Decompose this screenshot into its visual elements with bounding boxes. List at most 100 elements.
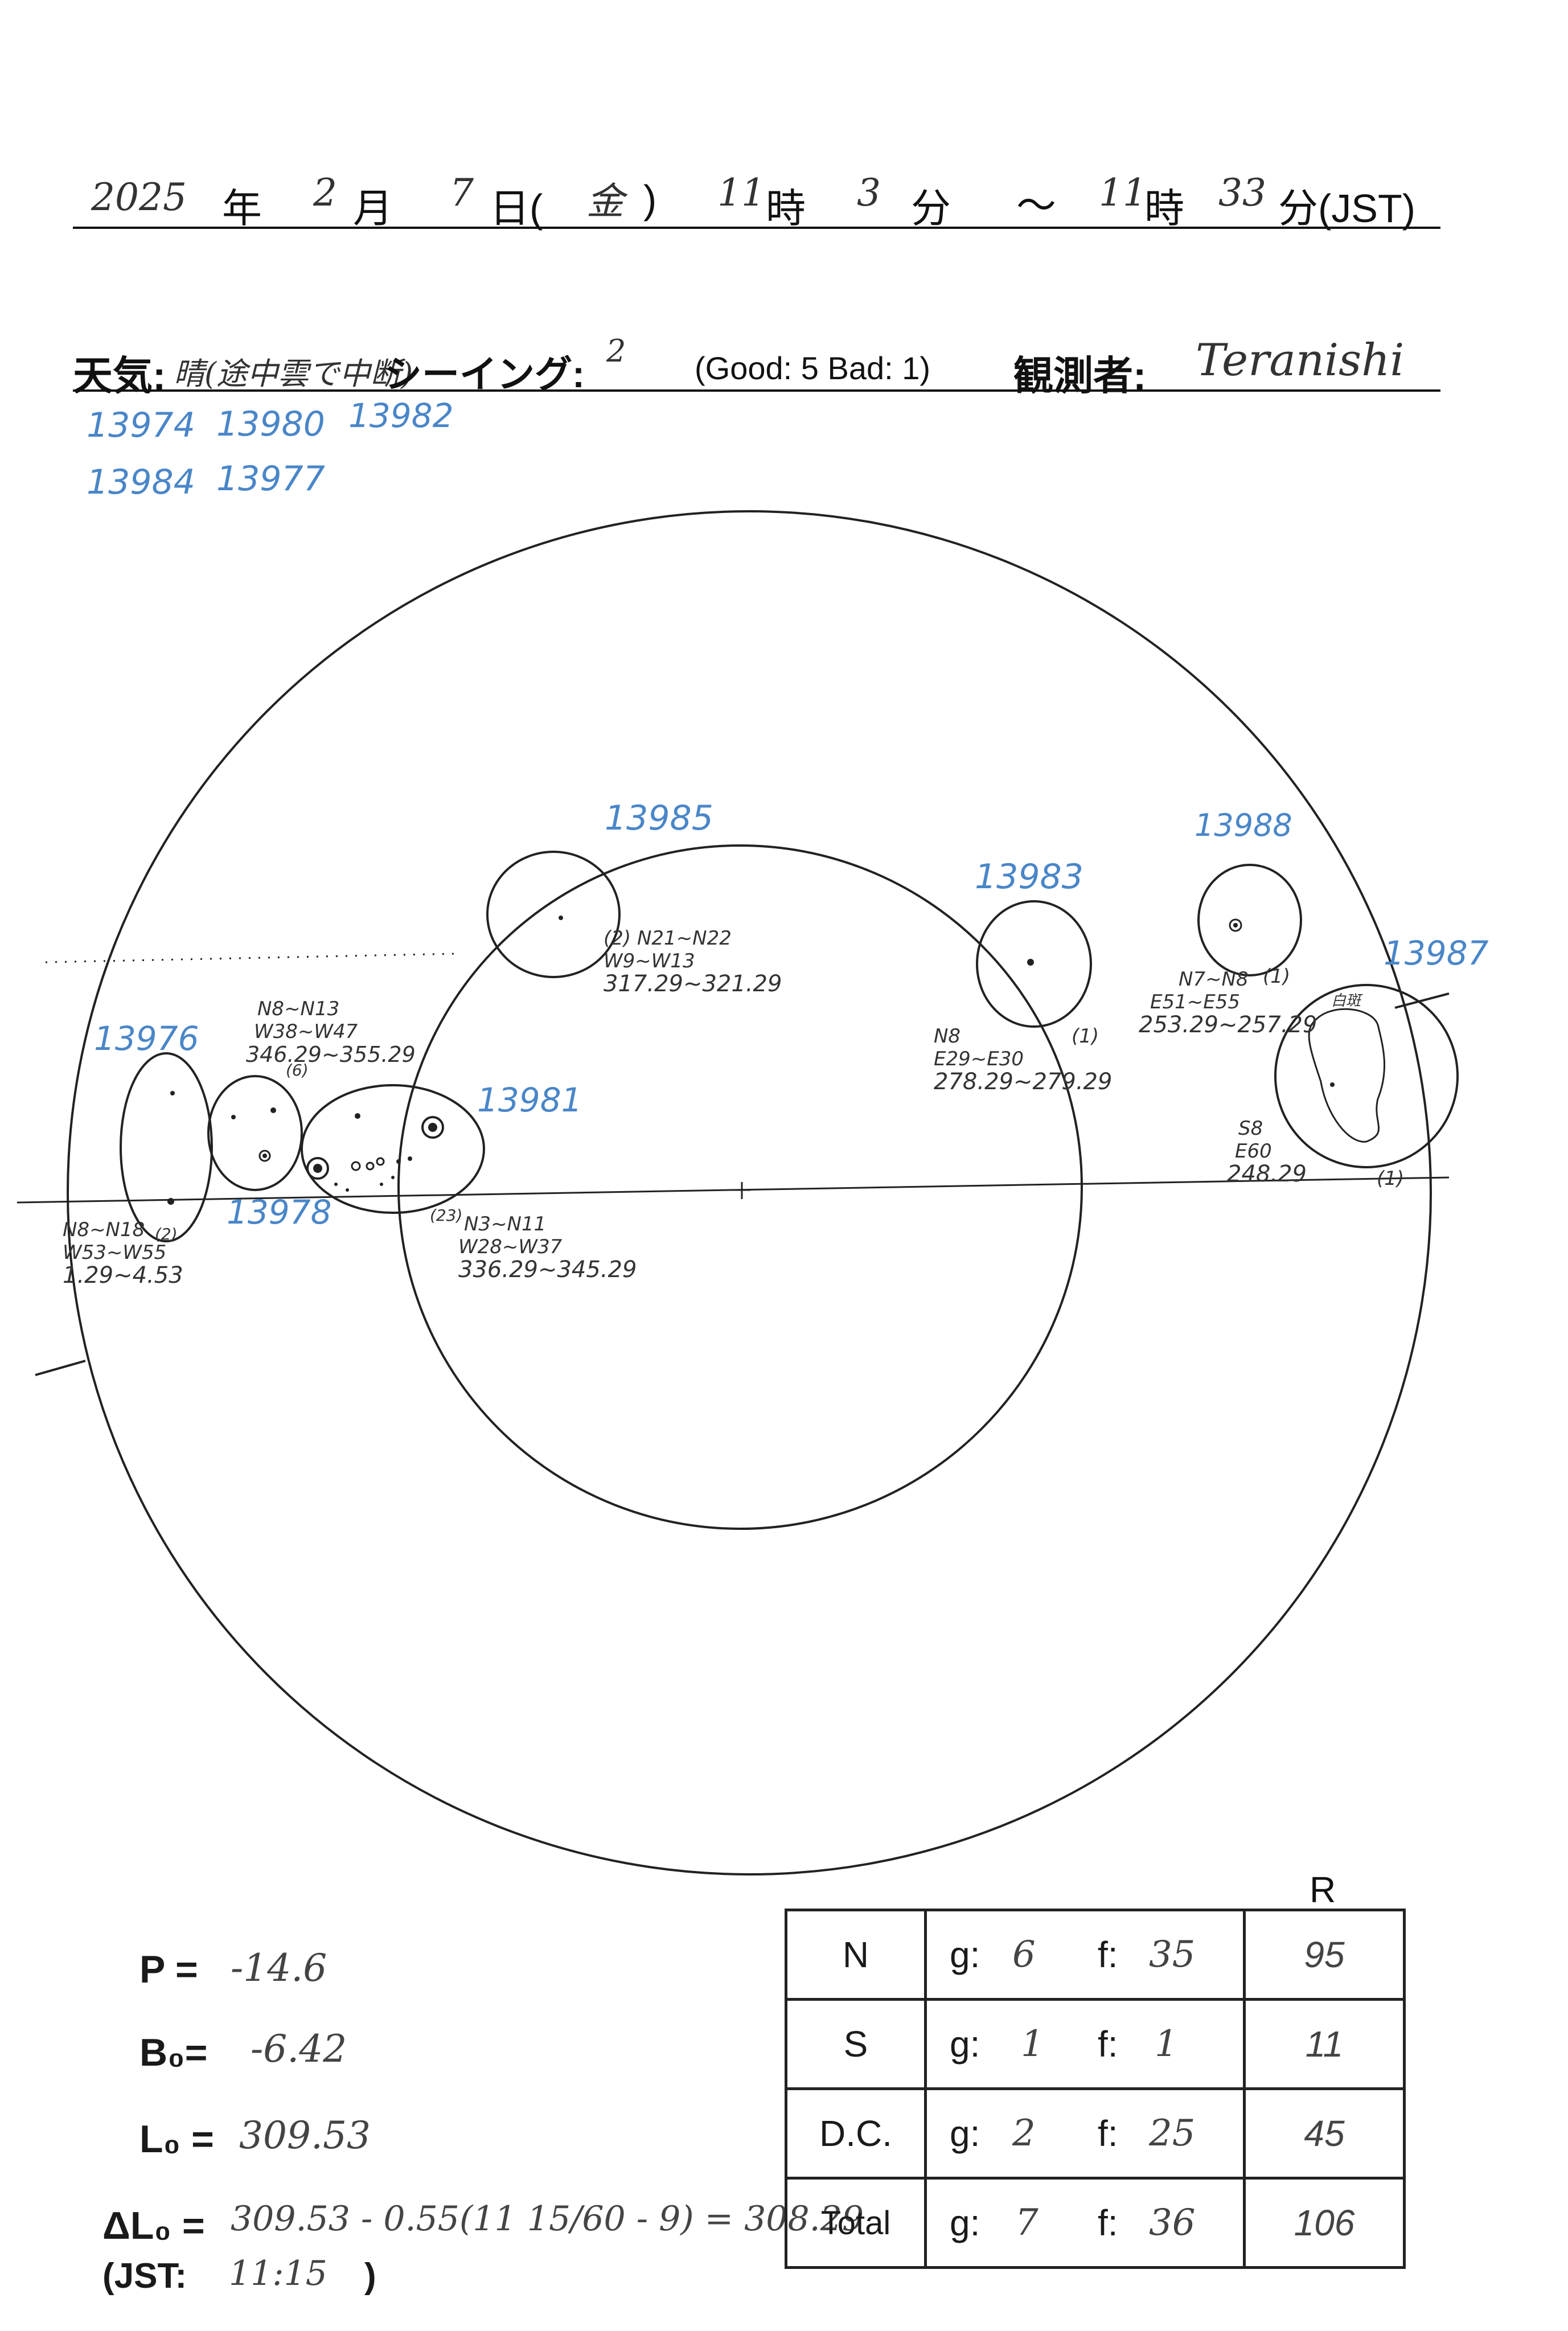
group-13978-count: (6) — [286, 1061, 309, 1080]
sunspot-dot — [270, 1107, 276, 1113]
g-label: g: — [950, 2202, 980, 2243]
sunspot-group-outline — [1197, 864, 1302, 976]
group-latitude: N7~N8 — [1179, 968, 1249, 991]
dotted-guide-line — [45, 953, 456, 963]
g-value: 7 — [1015, 2202, 1039, 2244]
l0-label: L₀ = — [139, 2117, 214, 2161]
sunspot-umbra — [1233, 923, 1238, 928]
sunspot-group-outline — [120, 1052, 213, 1242]
end-min-unit: 分(JST) — [1278, 186, 1416, 231]
start-min-unit: 分 — [911, 186, 951, 231]
sunspot-umbra — [428, 1123, 437, 1132]
f-label: f: — [1098, 1934, 1118, 1975]
sunspot-group-outline — [207, 1075, 303, 1191]
weather-rule — [73, 389, 1440, 392]
solar-disk-outline — [67, 510, 1432, 1876]
month-value: 2 — [313, 171, 337, 215]
group-13988-count: (1) — [1263, 965, 1291, 988]
row-name: Total — [785, 2177, 927, 2269]
jst-value: 11:15 — [229, 2254, 327, 2293]
group-13981-count: (23) — [430, 1206, 463, 1225]
g-label: g: — [950, 1934, 980, 1975]
sunspot-dot — [391, 1176, 395, 1179]
gf-cell: g: 1 f: 1 — [924, 1998, 1246, 2090]
row-name: N — [785, 1909, 927, 2001]
sunspot-umbra — [313, 1164, 322, 1173]
seeing-scale: (Good: 5 Bad: 1) — [695, 350, 931, 386]
g-value: 1 — [1021, 2023, 1044, 2065]
r-value: 106 — [1243, 2177, 1406, 2269]
year-value: 2025 — [91, 175, 187, 219]
l0-value: 309.53 — [239, 2114, 371, 2157]
f-value: 36 — [1149, 2202, 1196, 2244]
summary-table: N g: 6 f: 35 95 S g: 1 f: 1 11 D.C. g: 2 — [785, 1909, 1406, 2269]
time-tilde: ～ — [1016, 183, 1056, 228]
group-13978-info: N8~N13 W38~W47 346.29~355.29 — [246, 998, 416, 1066]
sunspot-dot — [1027, 959, 1034, 966]
faculae-outline — [1308, 1008, 1386, 1143]
equator-line — [17, 1176, 1450, 1204]
sunspot-dot — [346, 1188, 349, 1192]
sunspot-penumbra — [366, 1162, 375, 1171]
delta-l0-value: 309.53 - 0.55(11 15/60 - 9) = 308.29 — [231, 2199, 864, 2239]
sunspot-penumbra — [1229, 918, 1242, 932]
group-latitude: N3~N11 — [464, 1213, 547, 1236]
p-label: P = — [139, 1948, 198, 1991]
sunspot-group-outline — [1274, 984, 1459, 1168]
group-carrington: 278.29~279.29 — [934, 1069, 1113, 1095]
gf-cell: g: 2 f: 25 — [924, 2087, 1246, 2180]
group-carrington: 248.29 — [1227, 1161, 1307, 1187]
group-13987-count: (1) — [1377, 1167, 1405, 1190]
b0-value: -6.42 — [251, 2027, 347, 2071]
group-latitude: S8 — [1238, 1117, 1263, 1140]
g-value: 2 — [1012, 2112, 1036, 2154]
seeing-value: 2 — [606, 333, 626, 369]
sunspot-penumbra — [351, 1161, 361, 1171]
end-min-value: 33 — [1218, 171, 1266, 215]
sunspot-dot — [380, 1183, 383, 1186]
group-longitude: W28~W37 — [458, 1236, 563, 1258]
group-13976-count: (2) — [155, 1225, 178, 1244]
group-carrington: 1.29~4.53 — [63, 1262, 183, 1288]
r-value: 45 — [1243, 2087, 1406, 2180]
weekday-close: ) — [643, 177, 657, 221]
f-value: 35 — [1149, 1934, 1196, 1976]
sunspot-dot — [408, 1156, 412, 1161]
start-hour-value: 11 — [717, 171, 765, 215]
f-value: 1 — [1155, 2023, 1178, 2065]
observer-value: Teranishi — [1196, 335, 1405, 386]
region-number: 13982 — [348, 396, 454, 435]
group-longitude: E60 — [1235, 1140, 1272, 1163]
day-value: 7 — [450, 171, 474, 215]
group-number-13988: 13988 — [1195, 807, 1292, 843]
sunspot-penumbra — [421, 1116, 444, 1139]
end-hour-unit: 時 — [1144, 186, 1184, 231]
start-min-value: 3 — [857, 171, 881, 215]
sunspot-group-outline — [301, 1084, 485, 1214]
region-number: 13980 — [216, 404, 325, 444]
group-number-13976: 13976 — [94, 1019, 199, 1058]
year-unit: 年 — [222, 186, 262, 231]
group-number-13978: 13978 — [227, 1193, 332, 1232]
group-number-13985: 13985 — [605, 798, 713, 838]
group-carrington: 253.29~257.29 — [1139, 1012, 1317, 1038]
table-row: Total g: 7 f: 36 106 — [785, 2177, 1406, 2269]
table-row: D.C. g: 2 f: 25 45 — [785, 2087, 1406, 2180]
group-carrington: 317.29~321.29 — [604, 971, 782, 997]
jst-close: ) — [364, 2256, 376, 2296]
sunspot-group-outline — [486, 851, 621, 978]
month-unit: 月 — [353, 186, 393, 231]
group-13981-info: N3~N11 W28~W37 336.29~345.29 — [458, 1213, 637, 1281]
group-number-13983: 13983 — [975, 857, 1083, 897]
inner-reference-circle — [397, 844, 1083, 1530]
group-latitude: N8 — [934, 1025, 961, 1048]
r-value: 11 — [1243, 1998, 1406, 2090]
region-number: 13977 — [216, 459, 325, 499]
sunspot-penumbra — [306, 1157, 329, 1180]
b0-label: B₀= — [139, 2031, 208, 2074]
sunspot-penumbra — [258, 1150, 271, 1162]
p-value: -14.6 — [231, 1946, 327, 1990]
sunspot-dot — [355, 1113, 360, 1119]
group-carrington: 336.29~345.29 — [458, 1257, 637, 1283]
table-row: N g: 6 f: 35 95 — [785, 1909, 1406, 2001]
